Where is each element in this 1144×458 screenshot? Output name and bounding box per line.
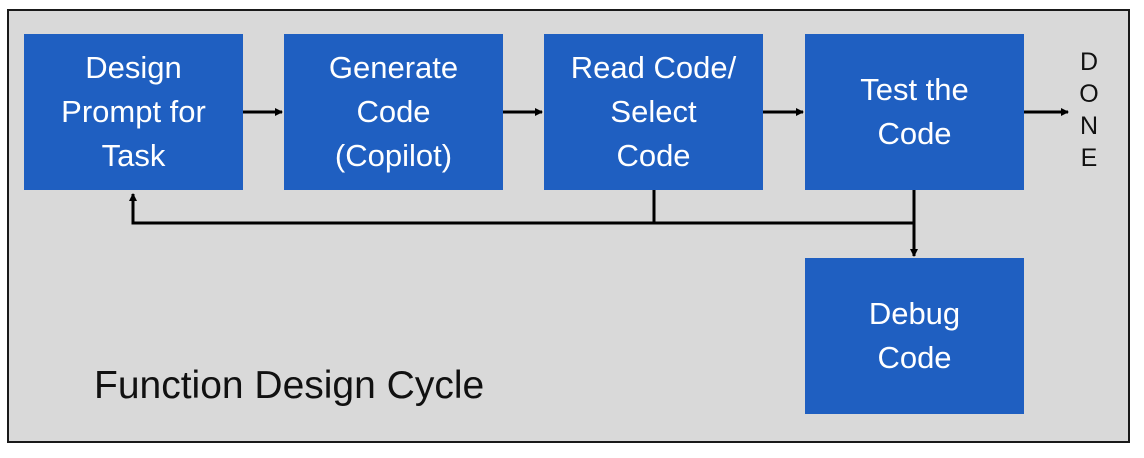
- diagram-caption: Function Design Cycle: [94, 364, 485, 407]
- step-generate-code: Generate Code (Copilot): [284, 34, 503, 190]
- step-debug-code: Debug Code: [805, 258, 1024, 414]
- done-label: D O N E: [1076, 46, 1102, 174]
- done-letter: N: [1079, 112, 1099, 140]
- done-letter: D: [1079, 48, 1099, 76]
- step-design-prompt: Design Prompt for Task: [24, 34, 243, 190]
- done-letter: O: [1079, 80, 1099, 108]
- feedback-loop-arrow: [129, 190, 916, 225]
- done-letter: E: [1080, 144, 1098, 172]
- step-read-select-code: Read Code/ Select Code: [544, 34, 763, 190]
- step-test-code: Test the Code: [805, 34, 1024, 190]
